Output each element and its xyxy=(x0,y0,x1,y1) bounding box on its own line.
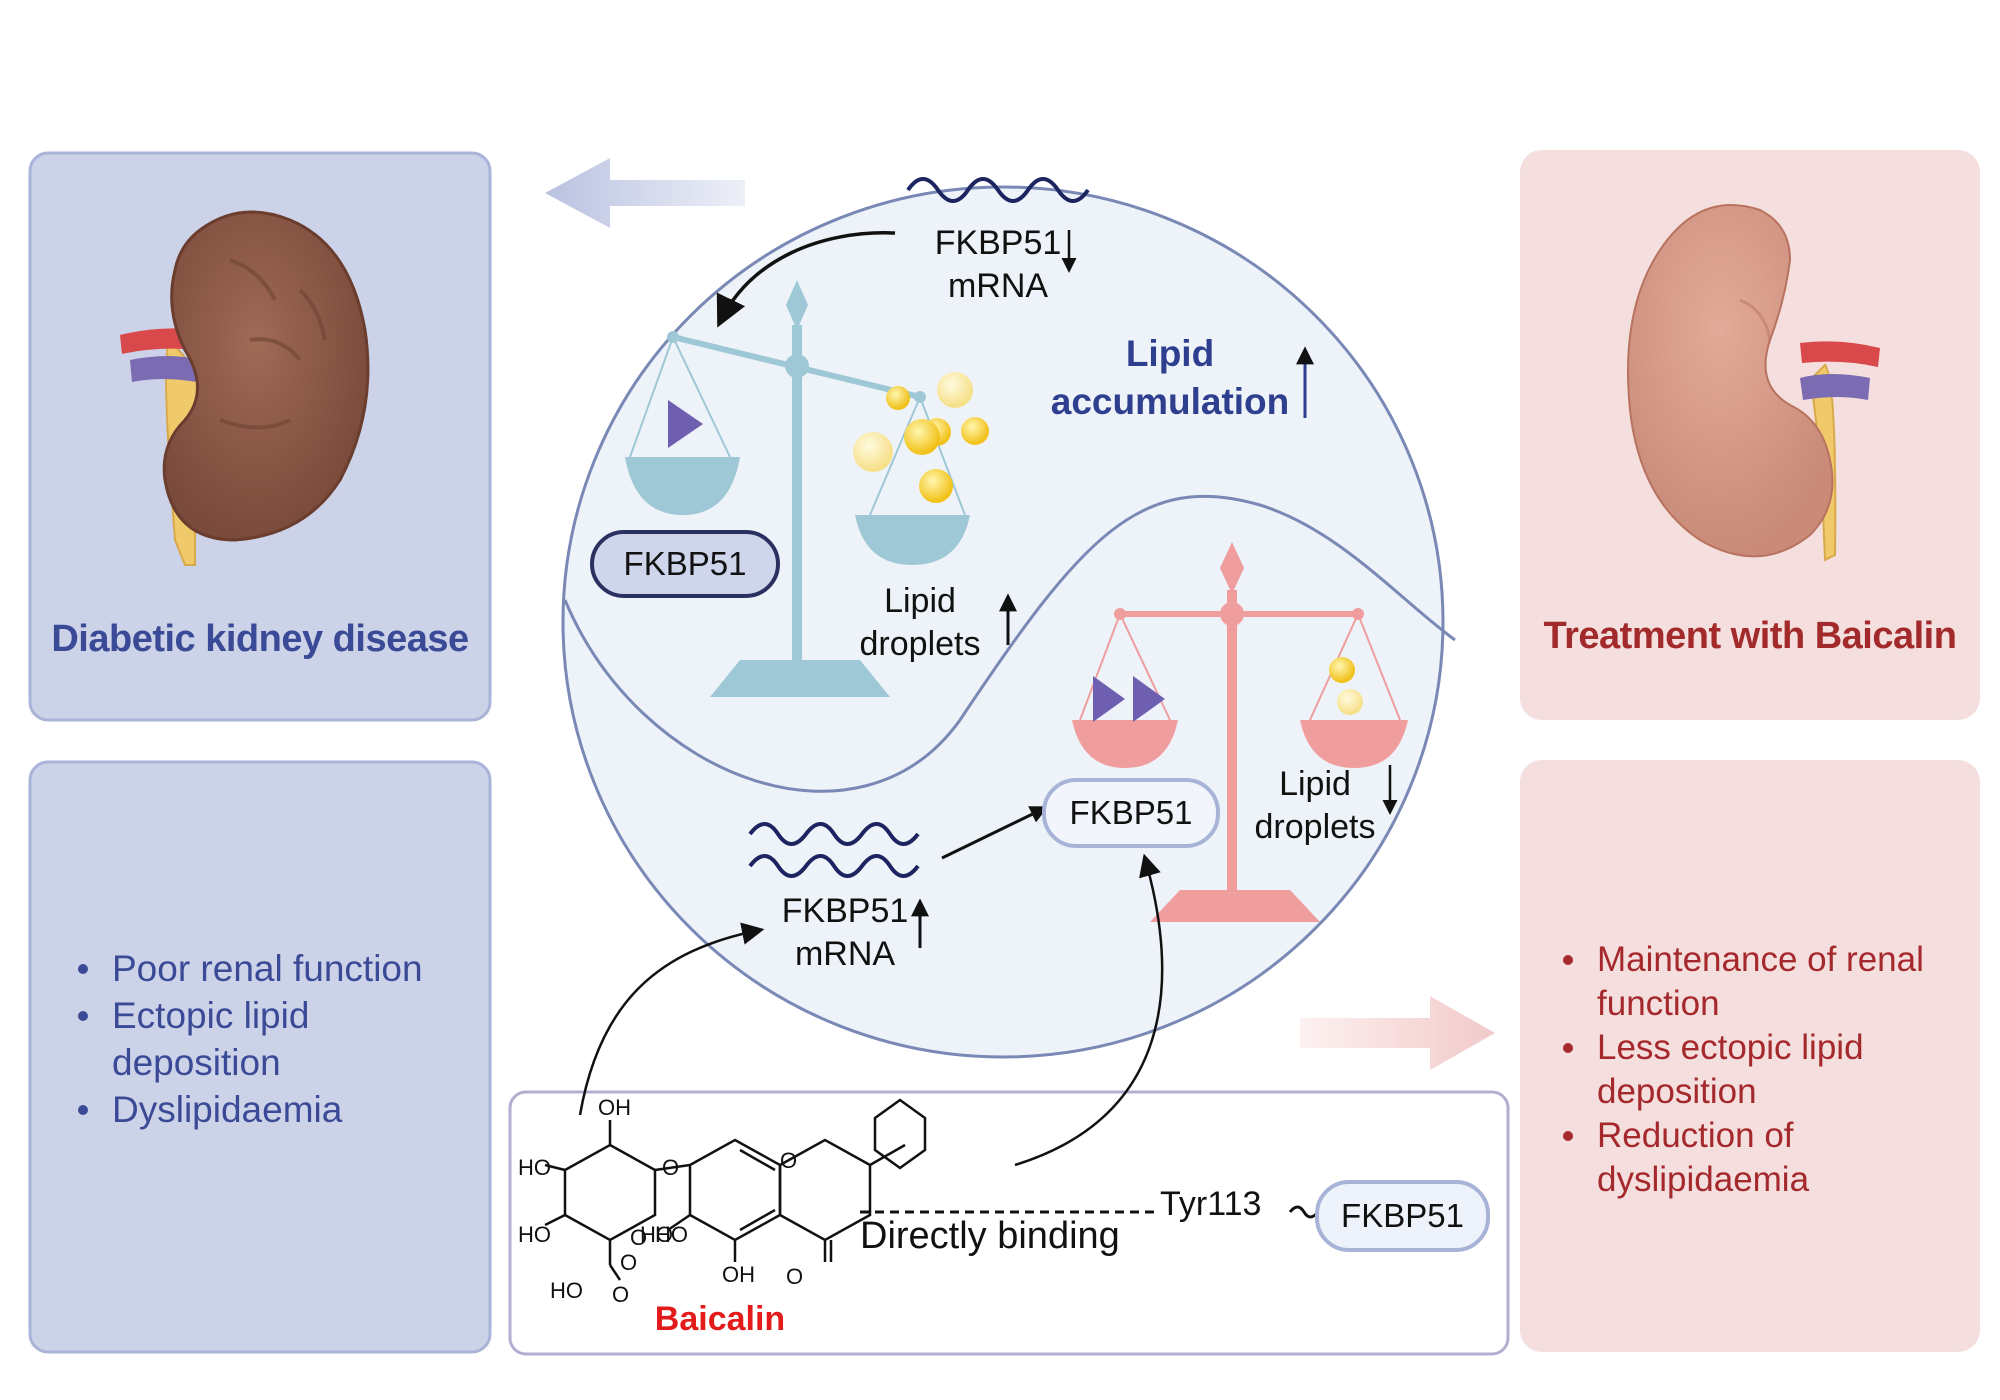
list-item: Poor renal function xyxy=(70,945,470,992)
list-item: Reduction of dyslipidaemia xyxy=(1555,1114,1975,1202)
treated-mrna-suffix: mRNA xyxy=(794,935,896,973)
atom-label: HO xyxy=(518,1155,551,1180)
atom-label: O xyxy=(612,1282,630,1307)
disease-features-list: Poor renal function Ectopic lipid deposi… xyxy=(70,945,470,1133)
drug-box xyxy=(508,1090,1510,1356)
binding-label: Directly binding xyxy=(860,1215,1120,1257)
atom-label: O xyxy=(780,1148,798,1173)
disease-mrna-name: FKBP51 xyxy=(934,224,1062,262)
treated-lipid-label: Lipid droplets xyxy=(1230,763,1400,849)
treated-mrna-label: FKBP51 mRNA xyxy=(765,890,925,976)
inhibitor-icon xyxy=(668,400,703,448)
treatment-title: Treatment with Baicalin xyxy=(1543,615,1957,657)
lipid-accumulation-label: Lipid accumulation xyxy=(1040,330,1300,426)
disease-protein-pill: FKBP51 xyxy=(590,530,780,598)
treated-lipid-line1: Lipid xyxy=(1279,765,1351,803)
treated-mrna-wave-1 xyxy=(748,822,920,846)
baicalin-structure xyxy=(544,1098,927,1281)
list-item: Ectopic lipid deposition xyxy=(70,992,470,1086)
lipid-droplets-disease xyxy=(853,372,989,503)
treated-balance-scale xyxy=(1072,542,1408,922)
disease-mrna-suffix: mRNA xyxy=(947,267,1049,305)
disease-title: Diabetic kidney disease xyxy=(51,618,469,660)
mrna-to-protein-arrow xyxy=(941,806,1049,860)
atom-label: HO xyxy=(518,1222,551,1247)
atom-label: OH xyxy=(598,1095,631,1120)
list-item: Maintenance of renal function xyxy=(1555,938,1975,1026)
disease-lipid-line1: Lipid xyxy=(884,582,956,620)
target-protein-label: FKBP51 xyxy=(1341,1197,1464,1234)
disease-features-panel xyxy=(28,760,492,1354)
treatment-features-panel xyxy=(1520,760,1980,1352)
residue-label: Tyr113 xyxy=(1160,1185,1262,1223)
binding-squiggle xyxy=(1288,1205,1320,1219)
disease-lipid-line2: droplets xyxy=(859,625,981,663)
baicalin-label: Baicalin xyxy=(654,1300,786,1338)
atom-label: OH xyxy=(722,1262,755,1287)
disease-balance-scale xyxy=(625,280,970,697)
baicalin-to-mrna-arrow xyxy=(578,922,765,1116)
disease-protein-label: FKBP51 xyxy=(623,545,747,582)
treated-protein-label: FKBP51 xyxy=(1069,794,1193,831)
treated-lipid-line2: droplets xyxy=(1254,808,1376,846)
lipid-droplets-treated xyxy=(1329,657,1363,715)
lipid-accumulation-line2: accumulation xyxy=(1050,381,1290,422)
diseased-kidney-icon xyxy=(120,210,370,566)
atom-label: O xyxy=(662,1155,680,1180)
baicalin-to-protein-arrow xyxy=(1014,853,1164,1167)
treated-protein-pill: FKBP51 xyxy=(1042,778,1220,848)
disease-mrna-wave xyxy=(906,177,1090,203)
atom-label: HO xyxy=(640,1222,673,1247)
treated-mrna-name: FKBP51 xyxy=(781,892,909,930)
disease-lipid-label: Lipid droplets xyxy=(830,580,1010,666)
atom-label: O xyxy=(786,1264,804,1289)
mrna-to-scale-arrow xyxy=(716,231,896,328)
inhibitor-icon-1 xyxy=(1093,676,1125,722)
atom-label: O xyxy=(620,1250,638,1275)
list-item: Dyslipidaemia xyxy=(70,1086,470,1133)
target-protein-pill: FKBP51 xyxy=(1315,1180,1490,1252)
treated-mrna-wave-2 xyxy=(748,854,920,878)
atom-label: HO xyxy=(550,1278,583,1303)
list-item: Less ectopic lipid deposition xyxy=(1555,1026,1975,1114)
lipid-accumulation-line1: Lipid xyxy=(1125,333,1215,374)
healthy-kidney-icon xyxy=(1627,204,1880,562)
inhibitor-icon-2 xyxy=(1133,676,1165,722)
disease-mrna-label: FKBP51 mRNA xyxy=(918,222,1078,308)
atom-label: HO xyxy=(655,1222,688,1247)
atom-label: O xyxy=(630,1225,648,1250)
left-direction-arrow xyxy=(545,158,745,228)
right-direction-arrow xyxy=(1300,996,1495,1070)
treatment-outcomes-list: Maintenance of renal function Less ectop… xyxy=(1555,938,1975,1202)
